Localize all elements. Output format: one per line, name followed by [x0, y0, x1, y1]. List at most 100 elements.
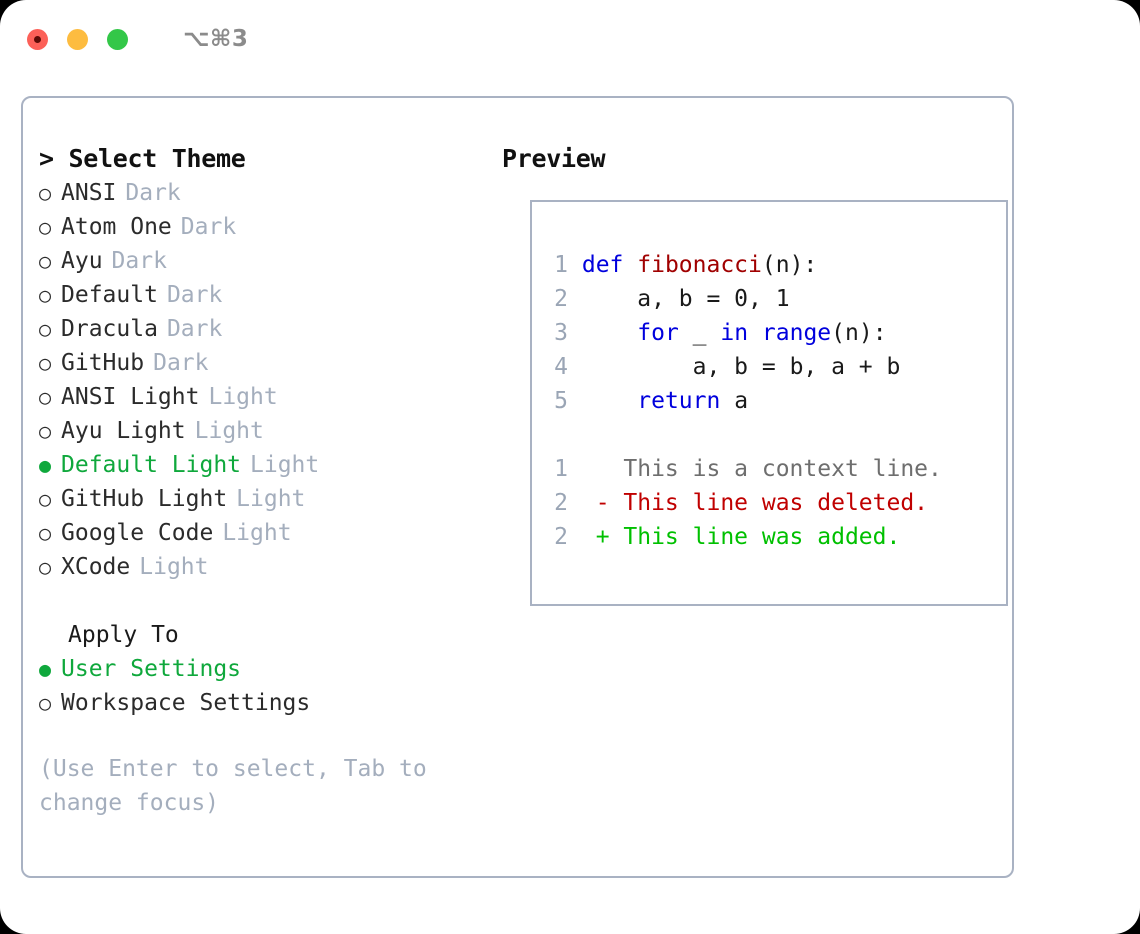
theme-option-tag: Light	[208, 384, 278, 410]
code-token: return	[637, 388, 721, 414]
theme-option-tag: Light	[250, 452, 320, 478]
code-token: fibonacci	[637, 252, 762, 278]
diff-line: 2 + This line was added.	[542, 520, 1002, 554]
theme-option-tag: Light	[194, 418, 264, 444]
code-blank-line	[542, 418, 1002, 452]
theme-option-label: Ayu	[61, 248, 103, 274]
radio-unselected-icon: ○	[39, 283, 52, 307]
select-theme-heading: > Select Theme	[39, 144, 246, 173]
code-gutter-space	[568, 252, 582, 278]
zoom-button[interactable]	[107, 28, 128, 50]
theme-option-label: Default Light	[61, 452, 242, 478]
radio-unselected-icon: ○	[39, 181, 52, 205]
theme-option-ansi-light[interactable]: ○ ANSI Light Light	[39, 380, 479, 414]
theme-option-label: Default	[61, 282, 158, 308]
radio-unselected-icon: ○	[39, 487, 52, 511]
code-token: for	[637, 320, 679, 346]
theme-option-default-light[interactable]: ● Default Light Light	[39, 448, 479, 482]
code-token: (n):	[761, 252, 818, 278]
radio-unselected-icon: ○	[39, 419, 52, 443]
theme-option-ayu[interactable]: ○ Ayu Dark	[39, 244, 479, 278]
code-token	[582, 320, 637, 346]
close-button[interactable]	[27, 28, 48, 50]
code-gutter-space	[568, 354, 582, 380]
preview-column: Preview 1 def fibonacci(n):2 a, b = 0, 1…	[502, 142, 1008, 606]
apply-to-list: ●User Settings ○ Workspace Settings	[39, 652, 479, 720]
apply-to-option-workspace-settings[interactable]: ○ Workspace Settings	[39, 686, 479, 720]
diff-line: 2 - This line was deleted.	[542, 486, 1002, 520]
code-token	[582, 388, 637, 414]
window-titlebar: ⌥⌘3	[0, 0, 1140, 78]
radio-unselected-icon: ○	[39, 215, 52, 239]
radio-unselected-icon: ○	[39, 317, 52, 341]
code-token: (n):	[831, 320, 887, 346]
theme-option-tag: Dark	[166, 282, 223, 308]
theme-option-label: ANSI Light	[61, 384, 200, 410]
window-title: ⌥⌘3	[183, 26, 249, 52]
theme-option-tag: Dark	[153, 350, 209, 376]
theme-option-label: Dracula	[61, 316, 158, 342]
code-gutter-space	[568, 286, 582, 312]
list-spacer	[39, 584, 479, 618]
theme-option-label: XCode	[61, 554, 131, 580]
code-line-number: 1	[554, 252, 568, 278]
theme-option-label: Atom One	[61, 214, 172, 240]
radio-unselected-icon: ○	[39, 385, 52, 409]
theme-option-tag: Dark	[125, 180, 181, 206]
radio-unselected-icon: ○	[39, 691, 52, 715]
window-controls	[27, 28, 128, 50]
code-line-number: 2	[554, 286, 568, 312]
code-gutter-space	[568, 320, 582, 346]
theme-option-tag: Dark	[180, 214, 237, 240]
diff-line-number: 2	[554, 490, 568, 516]
theme-option-default[interactable]: ○ Default Dark	[39, 278, 479, 312]
diff-line: 1 This is a context line.	[542, 452, 1002, 486]
code-line-number: 5	[554, 388, 568, 414]
apply-to-option-user-settings[interactable]: ●User Settings	[39, 652, 479, 686]
code-token: a, b = 0, 1	[581, 286, 790, 312]
code-gutter-space	[568, 388, 582, 414]
diff-line-text: - This line was deleted.	[568, 490, 929, 516]
code-line: 3 for _ in range(n):	[542, 316, 1002, 350]
code-line-number: 3	[554, 320, 568, 346]
code-line: 5 return a	[542, 384, 1002, 418]
theme-option-atom-one[interactable]: ○ Atom One Dark	[39, 210, 479, 244]
radio-unselected-icon: ○	[39, 555, 52, 579]
code-token: a, b = b, a + b	[581, 354, 901, 380]
theme-option-label: GitHub	[61, 350, 145, 376]
diff-line-number: 2	[554, 524, 568, 550]
code-token	[748, 320, 762, 346]
code-line-number: 4	[554, 354, 568, 380]
minimize-button[interactable]	[67, 28, 88, 50]
apply-to-option-label: Workspace Settings	[61, 690, 311, 716]
code-line: 1 def fibonacci(n):	[542, 248, 1002, 282]
code-line: 2 a, b = 0, 1	[542, 282, 1002, 316]
diff-line-text: + This line was added.	[568, 524, 901, 550]
radio-selected-icon: ●	[39, 453, 52, 477]
theme-option-label: ANSI	[61, 180, 117, 206]
preview-heading: Preview	[502, 144, 606, 173]
apply-to-option-label: User Settings	[61, 656, 242, 682]
theme-option-tag: Light	[222, 520, 292, 546]
radio-unselected-icon: ○	[39, 249, 52, 273]
radio-unselected-icon: ○	[39, 521, 52, 545]
theme-option-tag: Light	[236, 486, 306, 512]
code-token: a	[720, 388, 749, 414]
code-token: range	[761, 320, 832, 346]
apply-to-heading: Apply To	[68, 622, 179, 648]
theme-option-tag: Dark	[111, 248, 167, 274]
code-line: 4 a, b = b, a + b	[542, 350, 1002, 384]
theme-option-ansi[interactable]: ○ ANSI Dark	[39, 176, 479, 210]
